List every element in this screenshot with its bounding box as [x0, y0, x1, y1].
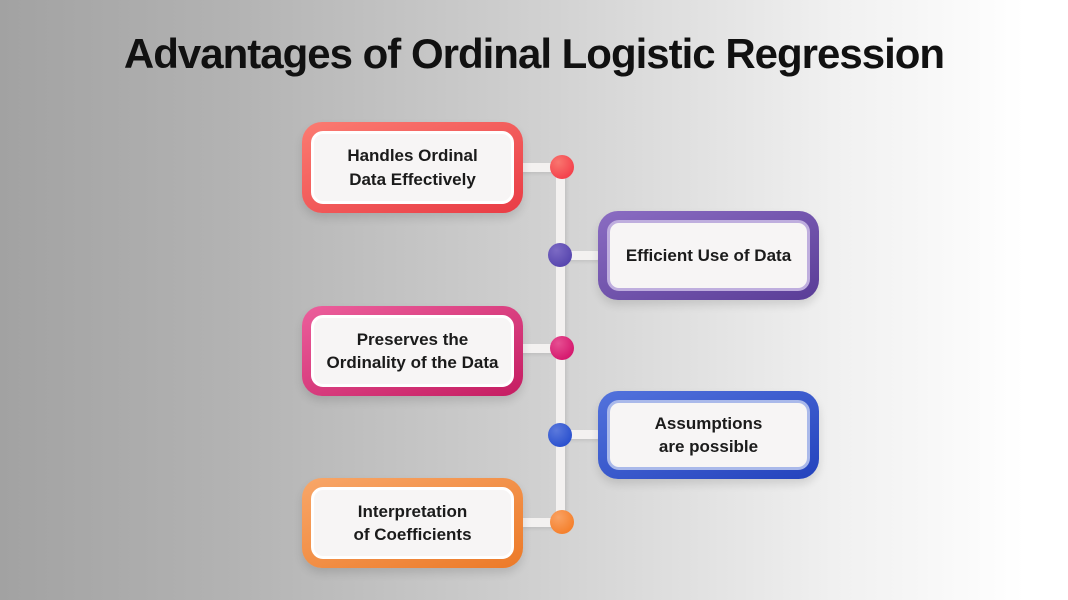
advantage-card: Interpretation of Coefficients: [302, 478, 523, 568]
advantage-card: Handles Ordinal Data Effectively: [302, 122, 523, 213]
advantage-card-inner: Assumptions are possible: [607, 400, 810, 470]
connector-line: [519, 163, 564, 172]
advantage-label: Assumptions are possible: [654, 413, 763, 456]
timeline-dot: [550, 336, 574, 360]
advantage-card-inner: Preserves the Ordinality of the Data: [311, 315, 514, 387]
timeline-dot: [548, 423, 572, 447]
advantage-card-inner: Interpretation of Coefficients: [311, 487, 514, 559]
connector-line: [557, 251, 601, 260]
connector-line: [557, 430, 601, 439]
advantage-card: Efficient Use of Data: [598, 211, 819, 300]
advantage-card-inner: Handles Ordinal Data Effectively: [311, 131, 514, 204]
connector-line: [519, 344, 564, 353]
advantage-label: Efficient Use of Data: [625, 245, 792, 265]
timeline-dot: [550, 510, 574, 534]
page-title: Advantages of Ordinal Logistic Regressio…: [123, 30, 945, 77]
timeline-dot: [550, 155, 574, 179]
timeline-dot: [548, 243, 572, 267]
advantage-card: Preserves the Ordinality of the Data: [302, 306, 523, 396]
advantage-card: Assumptions are possible: [598, 391, 819, 479]
advantage-label: Interpretation of Coefficients: [353, 501, 472, 544]
advantage-label: Handles Ordinal Data Effectively: [347, 146, 478, 189]
advantage-card-inner: Efficient Use of Data: [607, 220, 810, 291]
connector-line: [519, 518, 564, 527]
advantage-label: Preserves the Ordinality of the Data: [326, 329, 499, 372]
